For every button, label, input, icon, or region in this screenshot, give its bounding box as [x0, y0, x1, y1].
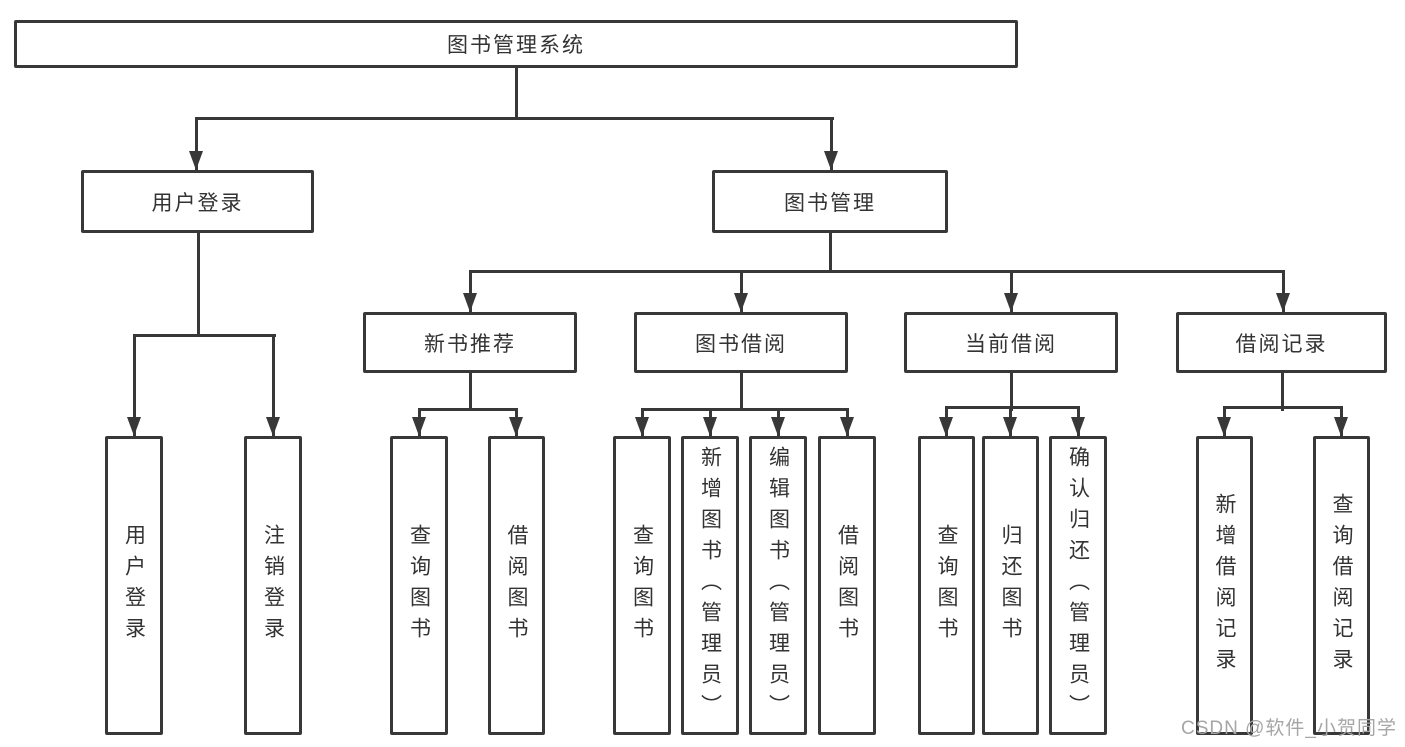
connector-drop: [133, 334, 136, 436]
arrowhead-down-icon: [1217, 417, 1231, 436]
arrowhead-down-icon: [703, 417, 717, 436]
node-new-book-recommend: 新书推荐: [363, 312, 577, 373]
connector-rail: [945, 406, 1080, 409]
node-leaf-query-books-recommend-label: 查询图书: [407, 523, 431, 648]
arrowhead-down-icon: [635, 417, 649, 436]
node-borrow-records: 借阅记录: [1176, 312, 1387, 373]
node-borrow-records-label: 借阅记录: [1235, 332, 1328, 356]
arrowhead-down-icon: [824, 151, 838, 170]
connector-rail: [641, 408, 849, 411]
node-book-borrowing: 图书借阅: [634, 312, 848, 373]
node-leaf-add-books-admin-label: 新增图书（管理员）: [698, 446, 722, 725]
connector-drop: [1282, 270, 1285, 312]
arrowhead-down-icon: [840, 417, 854, 436]
connector-stem: [469, 373, 472, 411]
arrowhead-down-icon: [1334, 417, 1348, 436]
node-leaf-user-login-label: 用户登录: [122, 523, 146, 648]
node-leaf-confirm-return-admin: 确认归还（管理员）: [1049, 436, 1107, 735]
node-leaf-user-login: 用户登录: [105, 436, 163, 735]
node-book-management-label: 图书管理: [784, 191, 876, 215]
arrowhead-down-icon: [509, 417, 523, 436]
connector-user-login-rail: [133, 334, 276, 337]
arrowhead-down-icon: [939, 417, 953, 436]
node-leaf-return-books-label: 归还图书: [999, 523, 1022, 648]
arrowhead-down-icon: [463, 293, 477, 312]
node-current-borrowing: 当前借阅: [904, 312, 1118, 373]
node-leaf-add-borrow-record-label: 新增借阅记录: [1213, 492, 1236, 679]
connector-stem: [1281, 373, 1284, 411]
node-user-login: 用户登录: [81, 170, 314, 233]
connector-drop: [272, 334, 275, 436]
node-leaf-borrow-books-recommend: 借阅图书: [488, 436, 545, 735]
node-leaf-query-books-recommend: 查询图书: [390, 436, 448, 735]
arrowhead-down-icon: [412, 417, 426, 436]
node-book-management: 图书管理: [712, 170, 948, 233]
arrowhead-down-icon: [1003, 417, 1017, 436]
connector-stem: [1010, 373, 1013, 411]
node-leaf-query-books-current: 查询图书: [918, 436, 975, 735]
node-leaf-borrow-books: 借阅图书: [818, 436, 876, 735]
connector-drop: [469, 270, 472, 312]
node-leaf-query-books-current-label: 查询图书: [935, 523, 958, 648]
connector-drop: [830, 117, 833, 170]
node-user-login-label: 用户登录: [151, 191, 244, 215]
node-leaf-add-borrow-record: 新增借阅记录: [1196, 436, 1253, 735]
node-leaf-logout: 注销登录: [244, 436, 302, 735]
connector-rail: [1223, 406, 1343, 409]
node-leaf-logout-label: 注销登录: [261, 523, 285, 648]
node-new-book-recommend-label: 新书推荐: [424, 332, 516, 356]
connector-root-rail: [195, 117, 834, 120]
node-leaf-add-books-admin: 新增图书（管理员）: [681, 436, 739, 735]
node-leaf-return-books: 归还图书: [982, 436, 1039, 735]
arrowhead-down-icon: [1276, 293, 1290, 312]
connector-drop: [740, 270, 743, 312]
arrowhead-down-icon: [266, 417, 280, 436]
connector-drop: [195, 117, 198, 170]
connector-root-stem: [515, 66, 518, 120]
node-leaf-edit-books-admin-label: 编辑图书（管理员）: [766, 446, 790, 725]
node-book-borrowing-label: 图书借阅: [695, 332, 787, 356]
arrowhead-down-icon: [189, 151, 203, 170]
connector-user-login-stem: [197, 232, 200, 337]
arrowhead-down-icon: [734, 293, 748, 312]
connector-rail: [418, 408, 518, 411]
arrowhead-down-icon: [1004, 293, 1018, 312]
node-leaf-borrow-books-recommend-label: 借阅图书: [505, 523, 528, 648]
arrowhead-down-icon: [1071, 417, 1085, 436]
csdn-watermark: CSDN @软件_小贺同学: [1181, 718, 1397, 739]
arrowhead-down-icon: [771, 417, 785, 436]
node-leaf-query-borrow-record-label: 查询借阅记录: [1330, 492, 1353, 679]
node-leaf-query-books-borrowing-label: 查询图书: [630, 523, 654, 648]
node-current-borrowing-label: 当前借阅: [965, 332, 1057, 356]
connector-book-mgmt-stem: [829, 232, 832, 273]
arrowhead-down-icon: [127, 417, 141, 436]
node-root-label: 图书管理系统: [447, 34, 585, 57]
connector-book-mgmt-rail: [469, 270, 1285, 273]
node-leaf-edit-books-admin: 编辑图书（管理员）: [749, 436, 807, 735]
node-leaf-borrow-books-label: 借阅图书: [835, 523, 859, 648]
node-leaf-query-books-borrowing: 查询图书: [613, 436, 671, 735]
node-root: 图书管理系统: [14, 20, 1018, 68]
node-leaf-query-borrow-record: 查询借阅记录: [1313, 436, 1370, 735]
connector-drop: [1010, 270, 1013, 312]
node-leaf-confirm-return-admin-label: 确认归还（管理员）: [1066, 446, 1090, 725]
connector-stem: [740, 373, 743, 411]
